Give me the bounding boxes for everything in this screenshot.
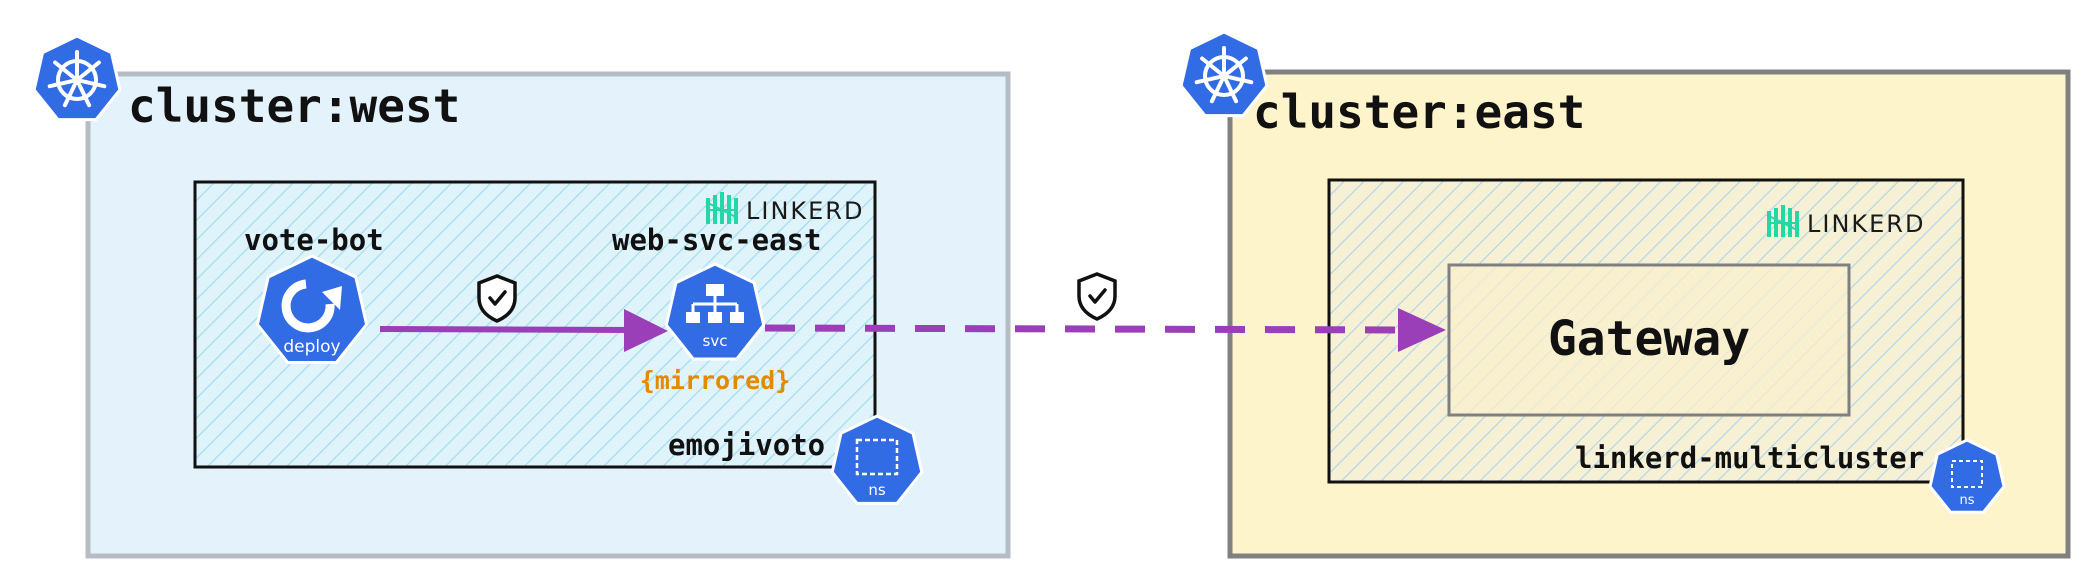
service-name: web-svc-east bbox=[612, 223, 822, 257]
service-icon: svc bbox=[664, 262, 766, 361]
namespace-icon: ns bbox=[830, 414, 924, 505]
service-icon-label: svc bbox=[703, 332, 728, 350]
deployment-name: vote-bot bbox=[244, 223, 384, 257]
namespace-icon-label: ns bbox=[1959, 493, 1974, 508]
cluster-west-label: cluster:west bbox=[128, 79, 460, 133]
connection-svc-to-gateway bbox=[764, 272, 1446, 352]
cluster-west: cluster:west LINKERD vote-bot web-svc-ea… bbox=[32, 34, 1011, 559]
namespace-icon: ns bbox=[1928, 438, 2006, 514]
cluster-east: cluster:east LINKERD Gateway linkerd-mul… bbox=[1179, 30, 2071, 559]
deployment-icon-label: deploy bbox=[283, 337, 340, 357]
namespace-east-name: linkerd-multicluster bbox=[1575, 441, 1924, 475]
gateway-label: Gateway bbox=[1548, 311, 1750, 367]
linkerd-logo: LINKERD bbox=[1766, 205, 1925, 238]
namespace-linkerd-multicluster: LINKERD Gateway linkerd-multicluster ns bbox=[1327, 178, 2006, 514]
gateway-box bbox=[1447, 263, 1851, 417]
linkerd-logo: LINKERD bbox=[705, 192, 864, 225]
connection-deploy-to-svc bbox=[379, 274, 668, 352]
cluster-east-label: cluster:east bbox=[1253, 85, 1585, 139]
namespace-icon-label: ns bbox=[868, 481, 886, 499]
shield-check-icon bbox=[1077, 272, 1117, 321]
linkerd-logo-text: LINKERD bbox=[746, 197, 864, 225]
kubernetes-icon bbox=[32, 34, 122, 122]
linkerd-logo-text: LINKERD bbox=[1807, 210, 1925, 238]
deployment-icon: deploy bbox=[255, 254, 369, 364]
arrowhead bbox=[624, 309, 668, 352]
linkerd-logo-icon bbox=[1766, 205, 1800, 237]
service-mirrored-tag: {mirrored} bbox=[640, 366, 791, 395]
arrow-solid bbox=[379, 326, 636, 333]
linkerd-logo-icon bbox=[705, 192, 739, 224]
shield-check-icon bbox=[477, 274, 517, 323]
namespace-emojivoto: LINKERD vote-bot web-svc-east deploy bbox=[193, 180, 924, 505]
namespace-west-name: emojivoto bbox=[668, 428, 825, 462]
arrowhead bbox=[1398, 308, 1446, 352]
arrow-dashed bbox=[764, 324, 1409, 334]
